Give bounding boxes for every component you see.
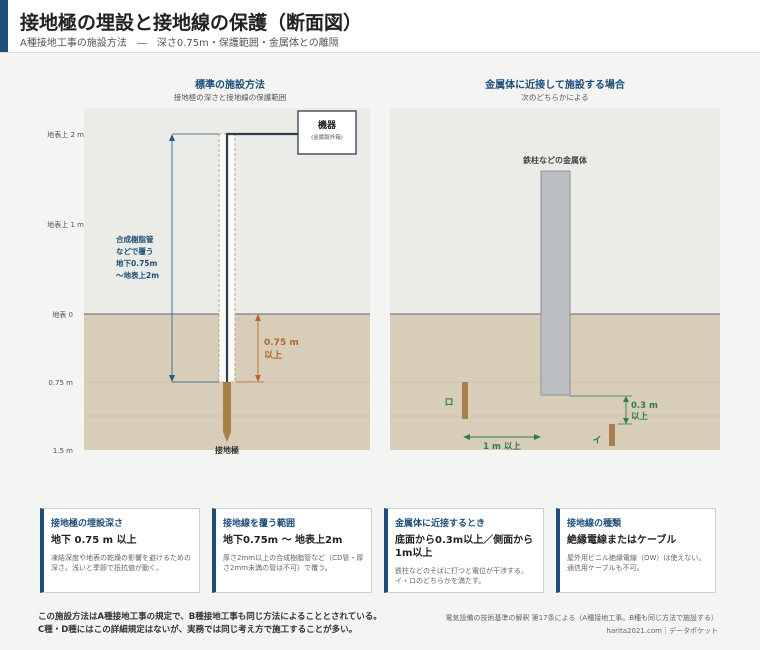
depth-label-value: 0.75 m	[264, 338, 299, 348]
ground-electrode-label: 接地極	[215, 445, 239, 455]
bottom-clearance-value: 0.3 m	[631, 401, 658, 411]
pipe-range-arrow-top	[169, 134, 175, 141]
bottom-clearance-suffix: 以上	[631, 411, 649, 422]
card-cover-range-label: 接地線を覆う範囲	[223, 519, 296, 529]
card-burial-depth-value: 地下 0.75 m 以上	[51, 535, 137, 546]
card-burial-depth: 接地極の埋設深さ 地下 0.75 m 以上 凍結深度や地表の乾燥の影響を避けるた…	[40, 508, 200, 593]
card-wire-type-desc: 屋外用ビニル絶縁電線（OW）は使えない。通信用ケーブルも不可。	[567, 554, 706, 572]
metal-pole	[540, 170, 571, 396]
axis-label-2m: 地表上 2 m	[47, 130, 84, 139]
card-cover-range: 接地線を覆う範囲 地下0.75m 〜 地表上2m 厚さ2mm以上の合成樹脂管など…	[212, 508, 372, 593]
page-title: 接地極の埋設と接地線の保護（断面図）	[20, 12, 363, 34]
card-metal-proximity-label: 金属体に近接するとき	[395, 519, 486, 529]
left-panel-subtitle: 接地極の深さと接地線の保護範囲	[174, 92, 287, 102]
axis-label-075: 0.75 m	[48, 379, 73, 387]
card-metal-proximity-value: 底面から0.3m以上／側面から1m以上	[395, 535, 534, 559]
axis-label-15: 1.5 m	[53, 447, 73, 455]
pipe-range-arrow-bottom	[169, 375, 175, 382]
depth-arrow-top	[255, 314, 261, 321]
side-clearance-arrow-right	[534, 434, 541, 440]
depth-label-suffix: 以上	[264, 349, 282, 361]
footnote-line1: この施設方法はA種接地工事の規定で、B種接地工事も同じ方法によることとされている…	[38, 612, 382, 622]
card-burial-depth-label: 接地極の埋設深さ	[51, 519, 124, 529]
card-cover-range-value: 地下0.75m 〜 地表上2m	[223, 535, 343, 546]
source-line2: harita2021.com｜データポケット	[606, 627, 718, 635]
card-wire-type-label: 接地線の種類	[567, 519, 622, 529]
ground-electrode-tip	[223, 432, 231, 442]
header-accent-bar	[0, 0, 8, 52]
depth-arrow-bottom	[255, 375, 261, 382]
footnote: この施設方法はA種接地工事の規定で、B種接地工事も同じ方法によることとされている…	[38, 611, 382, 637]
card-metal-proximity-desc: 鉄柱などのそばに打つと電位が干渉する。イ・ロのどちらかを満たす。	[395, 567, 528, 585]
cross-section-diagram: 標準の施設方法 接地極の深さと接地線の保護範囲 地表上 2 m 地表上 1 m …	[47, 78, 720, 455]
header: 接地極の埋設と接地線の保護（断面図） A種接地工事の施設方法 ― 深さ0.75m…	[0, 0, 760, 53]
source-line1: 電気設備の技術基準の解釈 第17条による（A種接地工事。B種も同じ方法で施設する…	[445, 614, 718, 622]
option-i-label: イ	[592, 435, 601, 446]
card-burial-depth-desc: 凍結深度や地表の乾燥の影響を避けるための深さ。浅いと季節で抵抗値が動く。	[51, 554, 191, 572]
pipe-note-line3: 地下0.75m	[116, 258, 158, 268]
pipe-note-line4: 〜地表上2m	[116, 270, 159, 280]
card-wire-type: 接地線の種類 絶縁電線またはケーブル 屋外用ビニル絶縁電線（OW）は使えない。通…	[556, 508, 716, 593]
right-panel-title: 金属体に近接して施設する場合	[484, 78, 626, 91]
source-note: 電気設備の技術基準の解釈 第17条による（A種接地工事。B種も同じ方法で施設する…	[445, 612, 718, 638]
card-metal-proximity: 金属体に近接するとき 底面から0.3m以上／側面から1m以上 鉄柱などのそばに打…	[384, 508, 544, 593]
side-clearance-arrow-left	[463, 434, 470, 440]
pipe-note-line1: 合成樹脂管	[116, 234, 154, 244]
bottom-clearance-arrow-top	[623, 396, 629, 402]
footnote-line2: C種・D種にはこの詳細規定はないが、実務では同じ考え方で施工することが多い。	[38, 625, 358, 635]
equipment-title: 機器	[318, 119, 337, 131]
equipment-subtitle: (金属製外箱)	[311, 133, 343, 141]
metal-pole-label: 鉄柱などの金属体	[523, 155, 588, 165]
electrode-option-i	[609, 424, 615, 446]
card-wire-type-value: 絶縁電線またはケーブル	[567, 535, 677, 546]
right-panel-subtitle: 次のどちらかによる	[521, 92, 588, 102]
axis-label-1m: 地表上 1 m	[47, 220, 84, 229]
ground-wire	[225, 132, 298, 382]
side-clearance-label: 1 m 以上	[483, 441, 521, 452]
page-subtitle: A種接地工事の施設方法 ― 深さ0.75m・保護範囲・金属体との離隔	[20, 38, 339, 49]
equipment-box	[297, 110, 357, 155]
electrode-option-ro	[462, 382, 468, 419]
bottom-clearance-arrow-bottom	[623, 418, 629, 424]
left-panel-title: 標準の施設方法	[195, 78, 265, 91]
pipe-note-line2: などで覆う	[116, 246, 153, 256]
card-cover-range-desc: 厚さ2mm以上の合成樹脂管など（CD管・厚さ2mm未満の管は不可）で覆う。	[223, 554, 364, 572]
axis-label-0: 地表 0	[52, 310, 73, 319]
option-ro-label: ロ	[444, 398, 453, 408]
ground-electrode	[223, 382, 231, 432]
